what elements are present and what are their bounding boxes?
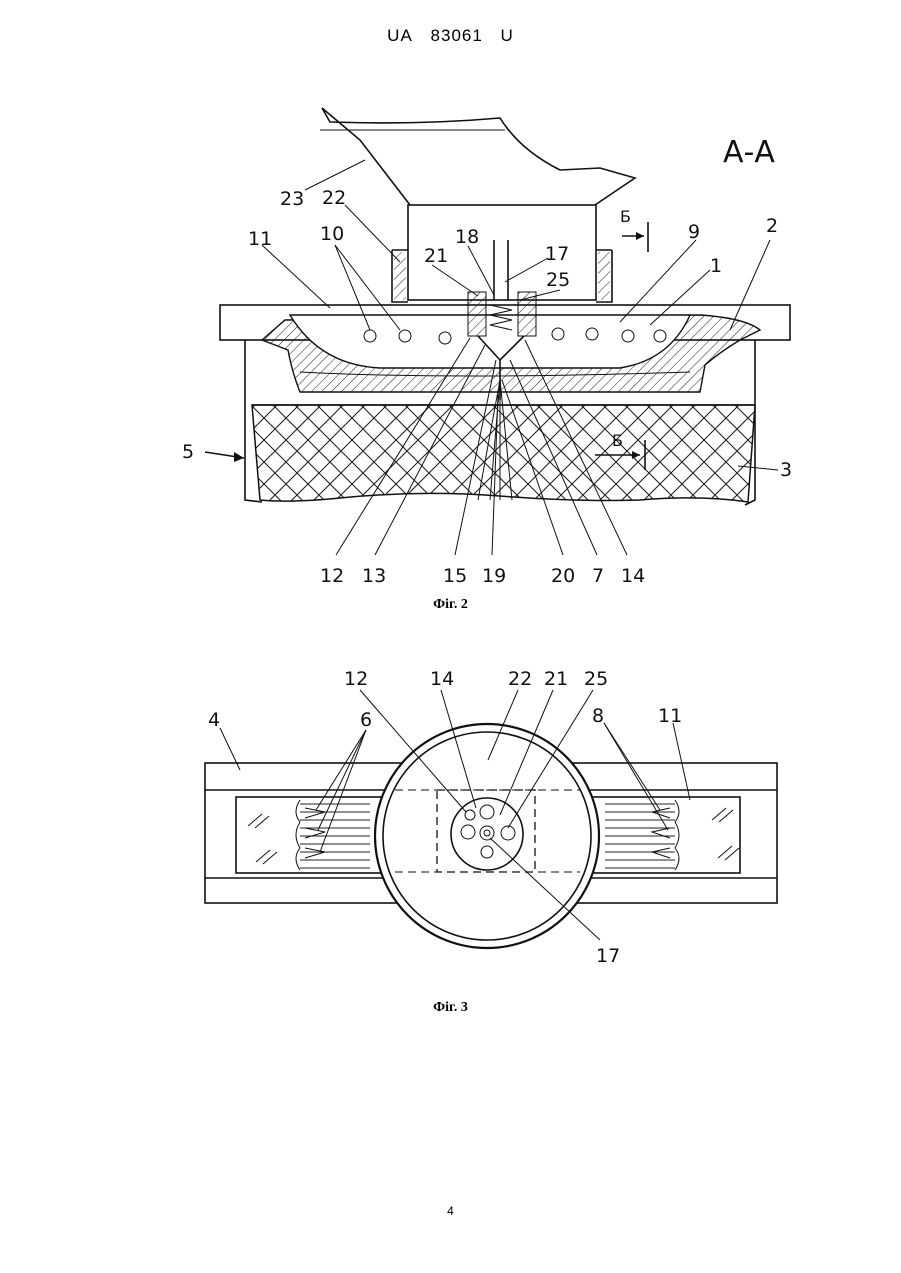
f3-label-25: 25 — [584, 668, 608, 690]
f3-label-14: 14 — [430, 668, 454, 690]
left-glass-marks — [248, 814, 277, 864]
f3-label-21: 21 — [544, 668, 568, 690]
figure-3-caption: Фіг. 3 — [0, 1000, 901, 1016]
f3-label-12: 12 — [344, 668, 368, 690]
left-fins — [300, 800, 370, 870]
page-number: 4 — [0, 1204, 901, 1218]
f3-label-11: 11 — [658, 705, 682, 727]
f3-label-6: 6 — [360, 709, 372, 731]
f3-label-22: 22 — [508, 668, 532, 690]
f3-label-8: 8 — [592, 705, 604, 727]
left-break — [296, 800, 300, 870]
figure-3-drawing: 12 14 22 21 25 8 11 4 6 17 — [0, 0, 901, 1000]
f3-label-4: 4 — [208, 709, 220, 731]
f3-label-17: 17 — [596, 945, 620, 967]
right-break — [675, 800, 679, 870]
right-fins — [605, 800, 675, 870]
right-glass-marks — [712, 808, 739, 860]
